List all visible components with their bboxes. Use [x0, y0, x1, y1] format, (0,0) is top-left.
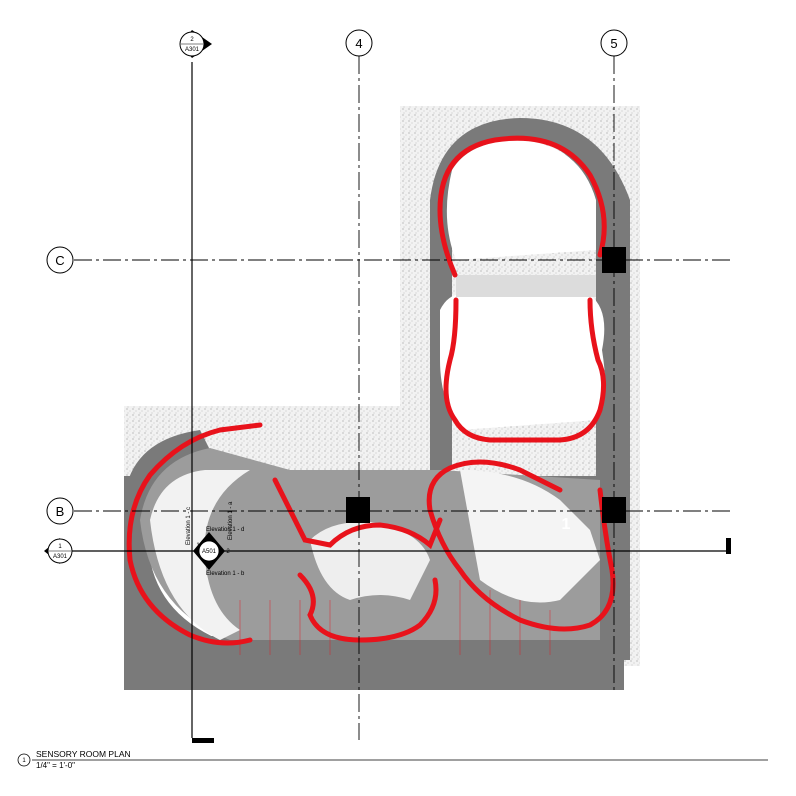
grid-bubble-b: B: [46, 497, 74, 525]
svg-text:5: 5: [610, 36, 617, 51]
red-hatch-lines: [239, 580, 551, 655]
red-curved-walls: [126, 135, 616, 646]
svg-text:1: 1: [22, 758, 26, 764]
svg-text:2: 2: [190, 37, 194, 43]
elevation-marker: A501 1 2 Elevation 1 - d Elevation 1 - b…: [186, 501, 245, 577]
drawing-title: SENSORY ROOM PLAN: [36, 749, 131, 759]
grid-bubble-c: C: [46, 246, 74, 274]
drawing-scale: 1/4" = 1'-0": [36, 761, 75, 770]
svg-text:A301: A301: [185, 47, 200, 53]
svg-text:Elevation 1 - b: Elevation 1 - b: [206, 571, 245, 577]
svg-text:A301: A301: [53, 554, 68, 560]
svg-text:1: 1: [196, 543, 200, 549]
grid-bubble-5: 5: [600, 29, 628, 57]
grid-lines: [74, 56, 730, 740]
svg-text:Elevation 1 - d: Elevation 1 - d: [206, 527, 244, 533]
svg-text:A501: A501: [202, 549, 217, 555]
structural-columns: [346, 247, 626, 523]
svg-text:2: 2: [226, 549, 230, 555]
section-marker-1: 1 A301: [44, 538, 73, 564]
svg-text:Elevation 1 - a: Elevation 1 - a: [228, 501, 234, 540]
svg-text:1: 1: [58, 544, 62, 550]
svg-text:Elevation 1 - c: Elevation 1 - c: [186, 507, 192, 545]
section-marker-2: 2 A301: [179, 30, 212, 58]
svg-text:C: C: [55, 253, 64, 268]
room-tag: 1: [562, 516, 571, 533]
svg-text:B: B: [56, 504, 65, 519]
section-line-vertical: [191, 62, 214, 743]
drawing-title-block: 1 SENSORY ROOM PLAN 1/4" = 1'-0": [17, 749, 768, 770]
section-line-horizontal: [70, 538, 731, 554]
floor-shading: [140, 140, 606, 640]
grid-bubble-4: 4: [345, 29, 373, 57]
svg-text:4: 4: [355, 36, 362, 51]
